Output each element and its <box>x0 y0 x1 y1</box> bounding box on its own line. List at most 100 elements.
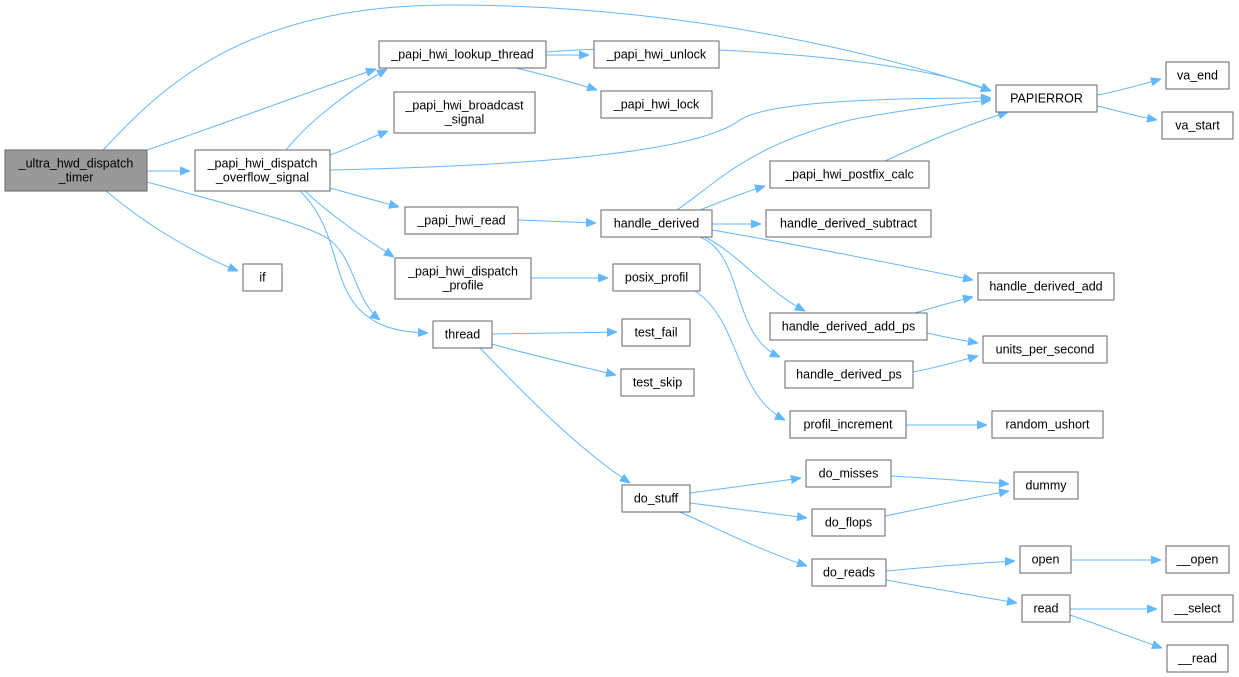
node-box <box>378 40 547 69</box>
edge-line <box>1096 105 1157 120</box>
edge-root-to-if-node <box>105 190 238 271</box>
node-read2[interactable]: __read <box>1166 644 1229 673</box>
node-dummy[interactable]: dummy <box>1013 471 1079 500</box>
node-box <box>765 209 932 238</box>
edge-line <box>491 343 616 375</box>
edge-line <box>704 236 805 311</box>
edge-line <box>146 181 380 320</box>
node-label: random_ushort <box>1005 418 1090 432</box>
edge-line <box>299 190 428 333</box>
node-label: _papi_hwi_lookup_thread <box>390 48 534 62</box>
node-box <box>805 459 892 488</box>
edge-thread-to-test-skip <box>491 343 616 375</box>
node-handle-derived-add-ps[interactable]: handle_derived_add_ps <box>769 312 928 341</box>
node-label: open <box>1032 553 1060 567</box>
edge-papierror-to-va-start <box>1096 105 1157 120</box>
node-label: va_start <box>1175 119 1220 133</box>
node-open[interactable]: open <box>1019 545 1072 574</box>
node-label: va_end <box>1177 69 1218 83</box>
edge-line <box>676 100 991 211</box>
node-label: handle_derived_subtract <box>780 217 917 231</box>
edge-line <box>517 220 596 223</box>
edge-do-flops-to-dummy <box>884 491 1009 517</box>
node-lookup-thread[interactable]: _papi_hwi_lookup_thread <box>378 40 547 69</box>
node-if-node[interactable]: if <box>242 263 283 292</box>
edge-do-stuff-to-do-flops <box>689 502 807 518</box>
node-test-fail[interactable]: test_fail <box>621 318 691 347</box>
node-handle-derived[interactable]: handle_derived <box>600 209 713 238</box>
edge-line <box>679 511 807 566</box>
node-handle-derived-ps[interactable]: handle_derived_ps <box>784 360 914 389</box>
node-profil-increment[interactable]: profil_increment <box>789 410 907 439</box>
node-hwi-unlock[interactable]: _papi_hwi_unlock <box>593 40 720 69</box>
edge-line <box>912 356 978 373</box>
node-dispatch-profile[interactable]: _papi_hwi_dispatch_profile <box>394 257 532 300</box>
edge-line <box>1069 614 1162 648</box>
edge-line <box>926 332 978 343</box>
node-broadcast-signal[interactable]: _papi_hwi_broadcast_signal <box>393 91 536 134</box>
node-label: _overflow_signal <box>215 171 309 185</box>
edge-line <box>105 190 238 271</box>
node-box <box>977 272 1115 301</box>
edge-do-misses-to-dummy <box>890 475 1009 484</box>
edge-line <box>1096 79 1161 96</box>
edge-handle-derived-to-postfix-calc <box>699 186 765 211</box>
edge-line <box>711 229 973 280</box>
edge-line <box>304 190 394 257</box>
node-label: handle_derived_add_ps <box>782 320 915 334</box>
node-papierror[interactable]: PAPIERROR <box>995 84 1098 113</box>
node-postfix-calc[interactable]: _papi_hwi_postfix_calc <box>769 160 930 189</box>
edge-line <box>694 290 785 420</box>
node-va-end[interactable]: va_end <box>1165 61 1230 90</box>
node-hwi-lock[interactable]: _papi_hwi_lock <box>600 90 713 119</box>
node-do-flops[interactable]: do_flops <box>811 508 886 537</box>
node-random-ushort[interactable]: random_ushort <box>991 410 1104 439</box>
node-label: __read <box>1177 652 1217 666</box>
node-test-skip[interactable]: test_skip <box>620 368 695 397</box>
node-box <box>1161 111 1234 140</box>
edge-read-to-read2 <box>1069 614 1162 648</box>
node-hwi-read[interactable]: _papi_hwi_read <box>404 206 519 235</box>
node-label: _papi_hwi_broadcast <box>404 99 524 113</box>
node-posix-profil[interactable]: posix_profil <box>612 263 701 292</box>
node-dispatch-overflow[interactable]: _papi_hwi_dispatch_overflow_signal <box>194 149 331 192</box>
node-do-misses[interactable]: do_misses <box>805 459 892 488</box>
edge-line <box>146 69 376 151</box>
edge-dispatch-overflow-to-thread <box>299 190 428 333</box>
edge-line <box>699 186 765 211</box>
node-open2[interactable]: __open <box>1165 545 1230 574</box>
node-units-per-second[interactable]: units_per_second <box>982 335 1108 364</box>
node-handle-derived-add[interactable]: handle_derived_add <box>977 272 1115 301</box>
edge-handle-derived-to-handle-derived-ps <box>699 236 780 357</box>
node-box <box>404 206 519 235</box>
edge-line <box>515 67 597 90</box>
node-read[interactable]: read <box>1021 594 1071 623</box>
node-box <box>982 335 1108 364</box>
node-box <box>995 84 1098 113</box>
node-box <box>620 368 695 397</box>
node-label: _papi_hwi_postfix_calc <box>784 168 914 182</box>
node-label: PAPIERROR <box>1010 92 1083 106</box>
edge-dispatch-overflow-to-broadcast-signal <box>329 131 388 156</box>
edge-do-stuff-to-do-reads <box>679 511 807 566</box>
edge-handle-derived-to-papierror <box>676 100 991 211</box>
node-box <box>4 149 148 192</box>
node-label: if <box>259 271 266 285</box>
edge-line <box>285 69 387 151</box>
node-do-stuff[interactable]: do_stuff <box>621 484 691 513</box>
edge-line <box>890 475 1009 484</box>
node-va-start[interactable]: va_start <box>1161 111 1234 140</box>
node-do-reads[interactable]: do_reads <box>811 558 887 587</box>
node-thread[interactable]: thread <box>432 320 493 349</box>
node-handle-derived-subtract[interactable]: handle_derived_subtract <box>765 209 932 238</box>
node-root[interactable]: _ultra_hwd_dispatch_timer <box>4 149 148 192</box>
edge-root-to-papierror <box>102 4 991 151</box>
node-label: dummy <box>1026 479 1068 493</box>
node-select2[interactable]: __select <box>1161 594 1234 623</box>
node-box <box>1021 594 1071 623</box>
node-box <box>621 318 691 347</box>
node-label: _papi_hwi_dispatch <box>207 157 318 171</box>
node-label: _ultra_hwd_dispatch <box>18 157 134 171</box>
edge-handle-derived-to-handle-derived-add <box>711 229 973 280</box>
